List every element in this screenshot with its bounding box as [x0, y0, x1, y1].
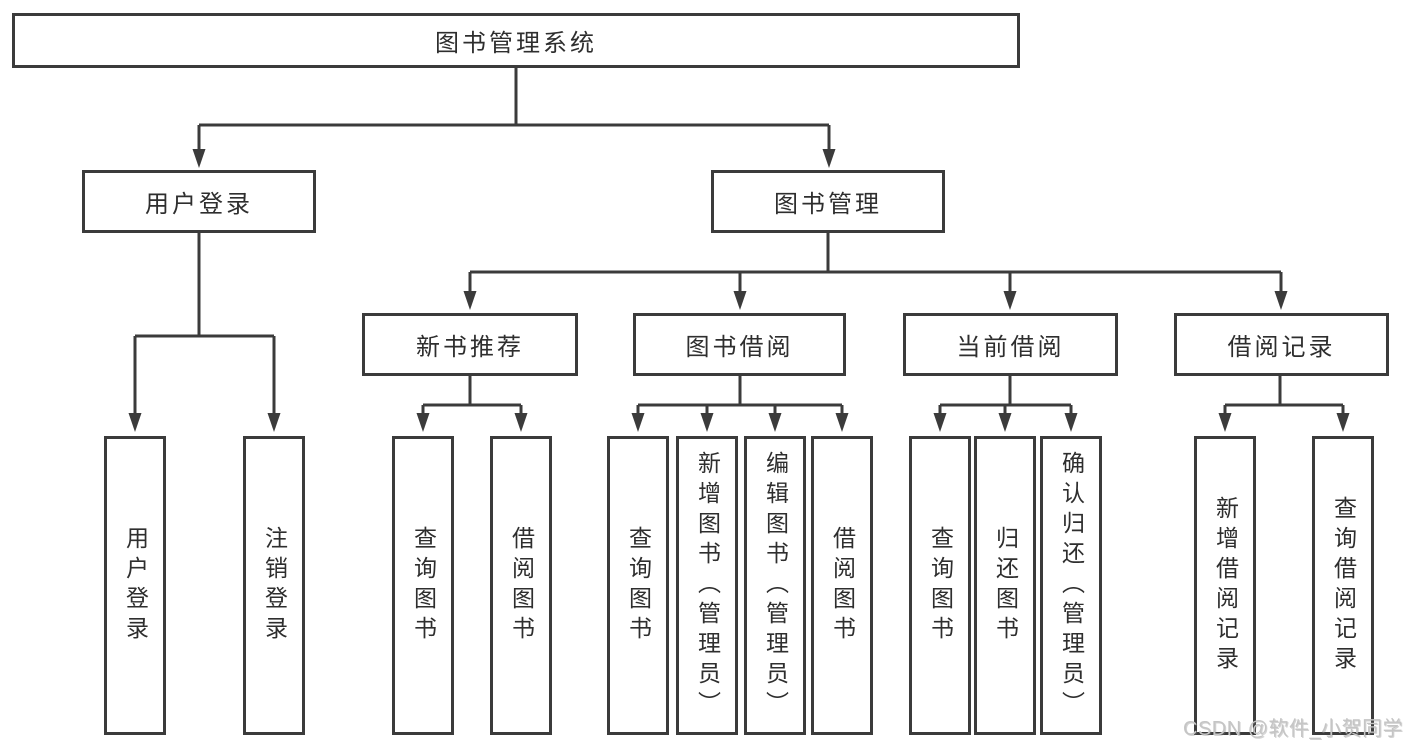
connector-user-login [128, 233, 281, 432]
node-borrow-records: 借阅记录 [1174, 313, 1389, 376]
node-leaf-confirm-return-admin: 确认归还（管理员） [1040, 436, 1102, 735]
node-leaf-return-books: 归还图书 [974, 436, 1036, 735]
node-current-borrow: 当前借阅 [903, 313, 1118, 376]
node-leaf-query-books-3: 查询图书 [909, 436, 971, 735]
node-user-login-label: 用户登录 [145, 191, 253, 218]
node-leaf-user-login: 用户登录 [104, 436, 166, 735]
node-leaf-query-books-3-label: 查询图书 [927, 525, 954, 646]
node-leaf-borrow-books-1-label: 借阅图书 [508, 525, 535, 646]
node-leaf-add-book-admin: 新增图书（管理员） [676, 436, 738, 735]
connector-new-book-recommend [416, 376, 528, 432]
node-borrow-records-label: 借阅记录 [1227, 334, 1336, 361]
node-leaf-query-books-2: 查询图书 [607, 436, 669, 735]
connector-book-management [463, 233, 1288, 310]
node-book-borrow-label: 图书借阅 [685, 334, 794, 361]
node-leaf-add-borrow-record: 新增借阅记录 [1194, 436, 1256, 735]
node-leaf-confirm-return-admin-label: 确认归还（管理员） [1058, 450, 1085, 721]
node-leaf-borrow-books-2: 借阅图书 [811, 436, 873, 735]
node-current-borrow-label: 当前借阅 [956, 334, 1065, 361]
node-leaf-query-books-1-label: 查询图书 [410, 525, 437, 646]
node-leaf-borrow-books-2-label: 借阅图书 [829, 525, 856, 646]
node-leaf-edit-book-admin-label: 编辑图书（管理员） [762, 450, 789, 721]
node-leaf-query-books-1: 查询图书 [392, 436, 454, 735]
node-leaf-add-book-admin-label: 新增图书（管理员） [694, 450, 721, 721]
node-new-book-recommend-label: 新书推荐 [416, 334, 524, 361]
connector-borrow-records [1218, 376, 1350, 432]
connector-book-borrow [631, 376, 849, 432]
node-leaf-logout-label: 注销登录 [261, 525, 288, 646]
connector-current-borrow [933, 376, 1078, 432]
node-leaf-return-books-label: 归还图书 [992, 525, 1019, 646]
node-leaf-add-borrow-record-label: 新增借阅记录 [1212, 495, 1239, 676]
node-leaf-query-borrow-record: 查询借阅记录 [1312, 436, 1374, 735]
node-leaf-query-books-2-label: 查询图书 [625, 525, 652, 646]
node-leaf-borrow-books-1: 借阅图书 [490, 436, 552, 735]
connector-root [192, 67, 836, 168]
watermark: CSDN @软件_小贺同学 [1183, 718, 1404, 740]
node-leaf-user-login-label: 用户登录 [122, 525, 149, 646]
node-leaf-edit-book-admin: 编辑图书（管理员） [744, 436, 806, 735]
node-book-management-system: 图书管理系统 [12, 13, 1020, 68]
node-user-login: 用户登录 [82, 170, 316, 233]
node-book-management-label: 图书管理 [774, 191, 882, 218]
node-book-management: 图书管理 [711, 170, 945, 233]
node-leaf-logout: 注销登录 [243, 436, 305, 735]
node-book-borrow: 图书借阅 [633, 313, 846, 376]
node-leaf-query-borrow-record-label: 查询借阅记录 [1330, 495, 1357, 676]
node-new-book-recommend: 新书推荐 [362, 313, 578, 376]
node-book-management-system-label: 图书管理系统 [435, 30, 597, 57]
